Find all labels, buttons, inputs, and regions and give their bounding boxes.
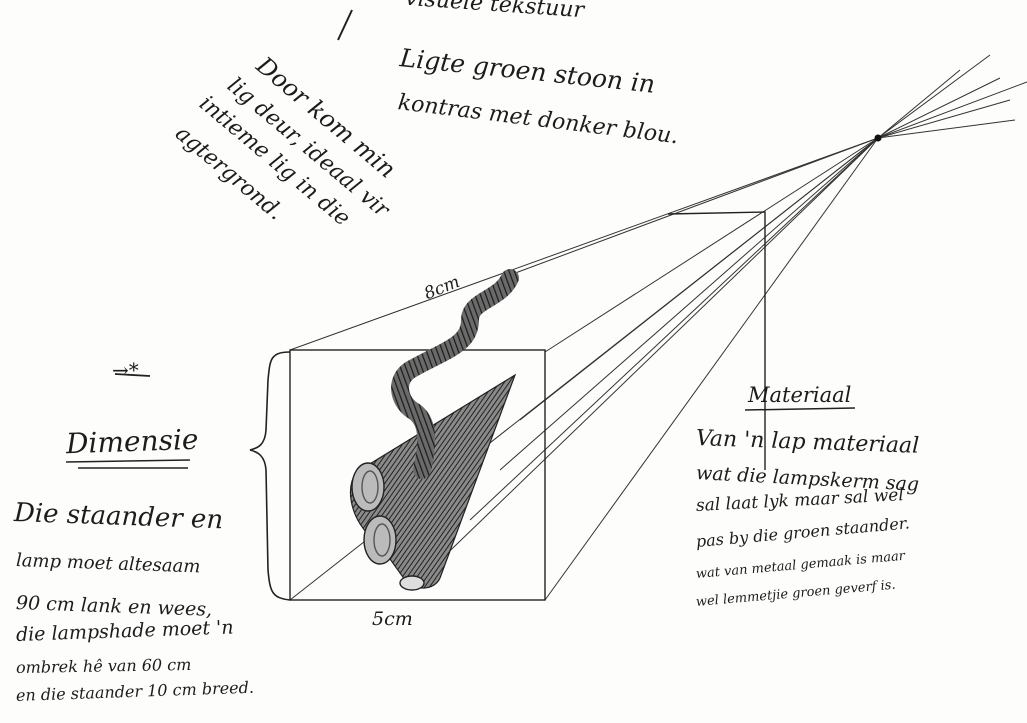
dimensions-line-3: 90 cm lank en wees,	[16, 594, 213, 620]
top-stroke	[338, 10, 352, 40]
material-line-1: Van 'n lap materiaal	[696, 428, 920, 458]
dimensions-heading: Dimensie	[66, 426, 199, 459]
materiaal-underline	[745, 408, 855, 410]
dimensions-line-2: lamp moet altesaam	[16, 552, 201, 576]
material-line-5: wat van metaal gemaak is maar	[695, 550, 905, 581]
rotated-note: Door kom min lig deur, ideaal vir intiem…	[170, 60, 440, 290]
material-heading: Materiaal	[748, 385, 851, 406]
dimension-label-bottom: 5cm	[372, 610, 413, 629]
dimensions-line-6: en die staander 10 cm breed.	[16, 680, 254, 704]
material-line-3: sal laat lyk maar sal wel	[696, 487, 905, 515]
dimensions-text: Die staander en lamp moet altesaam 90 cm…	[14, 500, 344, 720]
dimensions-line-4: die lampshade moet 'n	[16, 618, 234, 645]
arrow-symbol: →*	[112, 360, 139, 380]
dimensions-line-5: ombrek hê van 60 cm	[16, 657, 192, 676]
dimensie-underline-1	[66, 460, 190, 462]
material-text: Van 'n lap materiaal wat die lampskerm s…	[696, 428, 1022, 588]
vanishing-point	[875, 135, 882, 142]
dimensions-line-1: Die staander en	[14, 500, 224, 533]
material-line-4: pas by die groen staander.	[695, 515, 910, 550]
